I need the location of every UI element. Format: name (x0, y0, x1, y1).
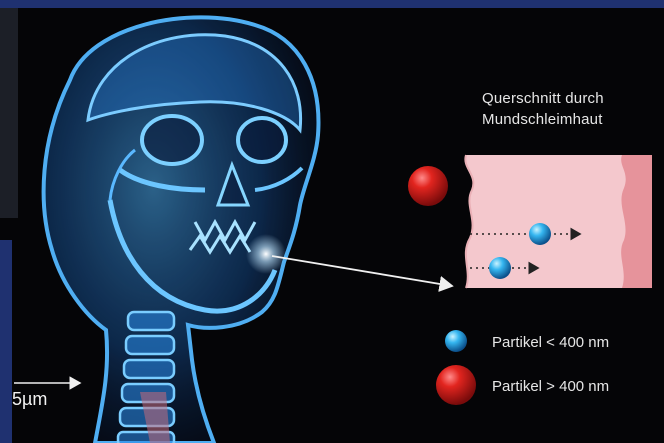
mouth-flare (246, 234, 286, 274)
scale-label: 5µm (12, 389, 47, 410)
large-particle-outside-mucosa (408, 166, 448, 206)
left-edge-panel (0, 8, 18, 218)
cross-section-title-line1: Querschnitt durch (482, 90, 604, 107)
xray-head-illustration (44, 17, 319, 443)
small-particle-upper (529, 223, 551, 245)
legend-small-particle-label: Partikel < 400 nm (492, 334, 609, 351)
legend-large-particle-label: Partikel > 400 nm (492, 378, 609, 395)
pointer-line (272, 256, 452, 286)
legend-small-particle-marker (445, 330, 467, 352)
top-band (0, 0, 664, 8)
small-particle-lower (489, 257, 511, 279)
legend-large-particle-marker (436, 365, 476, 405)
left-blue-strip (0, 240, 12, 443)
cross-section-title-line2: Mundschleimhaut (482, 111, 603, 128)
